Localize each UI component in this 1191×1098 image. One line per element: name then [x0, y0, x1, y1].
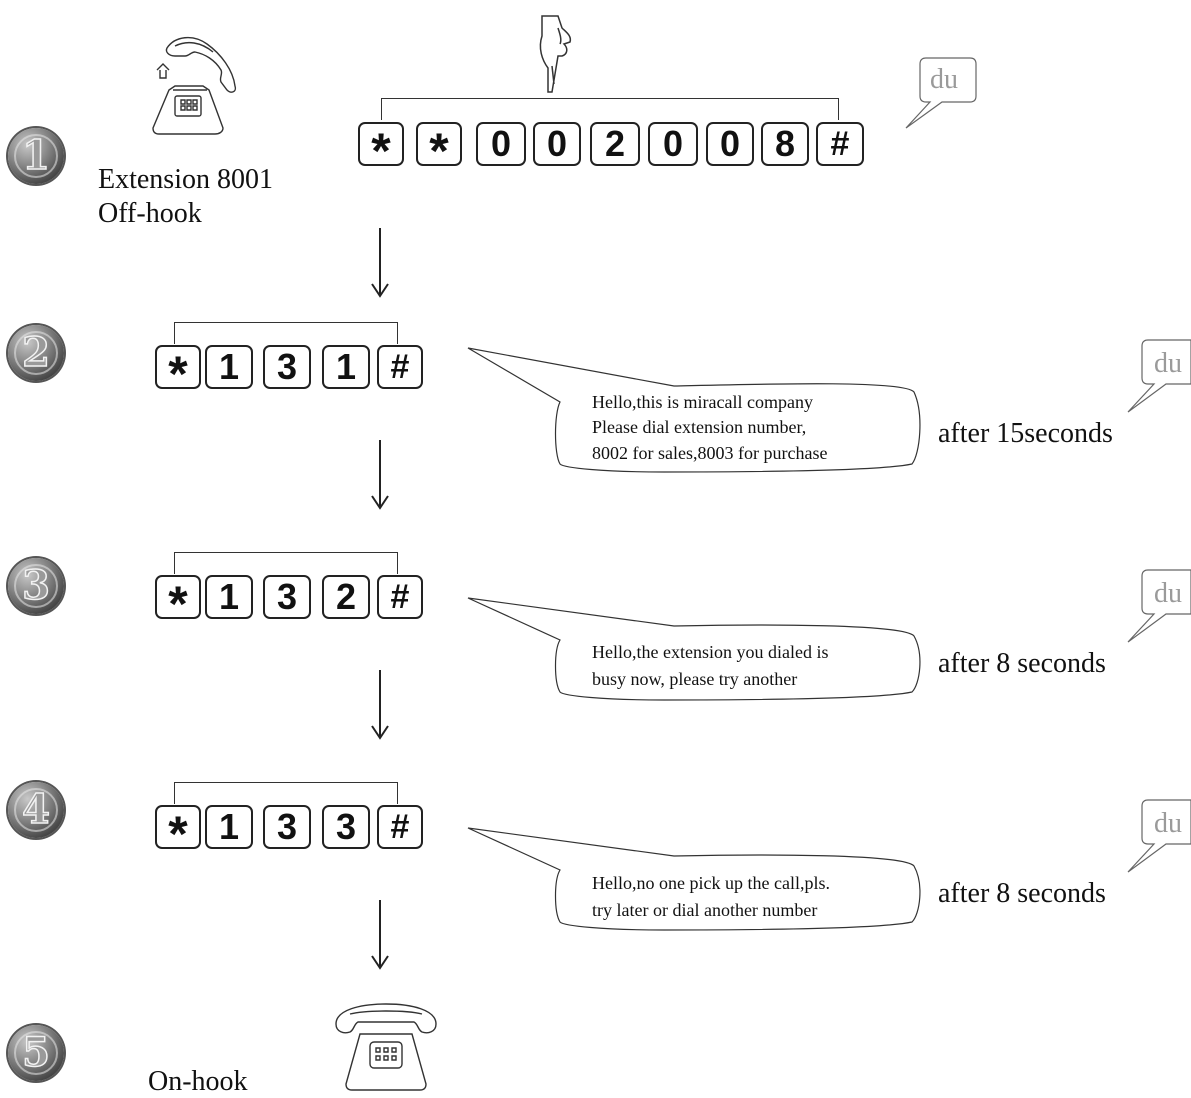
- key-hash[interactable]: #: [377, 575, 423, 619]
- message-line: 8002 for sales,8003 for purchase: [592, 443, 828, 463]
- sound-bubble: [1127, 339, 1191, 413]
- sound-du-text: du: [930, 64, 958, 95]
- key-digit[interactable]: 1: [205, 575, 253, 619]
- message-line: Hello,no one pick up the call,pls.: [592, 873, 830, 893]
- down-arrow-icon: [371, 670, 389, 740]
- key-digit[interactable]: 3: [263, 805, 311, 849]
- key-digit[interactable]: 3: [322, 805, 370, 849]
- key-digit[interactable]: 0: [533, 122, 581, 166]
- key-hash[interactable]: #: [377, 805, 423, 849]
- step-1-badge: 1: [8, 128, 64, 184]
- step-4-badge: 4: [8, 782, 64, 838]
- phone-onhook-icon: [335, 1003, 437, 1091]
- step1-bracket: [381, 98, 839, 120]
- key-hash[interactable]: #: [816, 122, 864, 166]
- down-arrow-icon: [371, 440, 389, 510]
- key-star[interactable]: *: [358, 122, 404, 176]
- step1-extension-label: Extension 8001: [98, 164, 273, 195]
- key-digit[interactable]: 0: [476, 122, 526, 166]
- sound-bubble: [1127, 569, 1191, 643]
- step-2-badge: 2: [8, 325, 64, 381]
- sound-du-text: du: [1154, 808, 1182, 839]
- key-digit[interactable]: 3: [263, 575, 311, 619]
- key-hash[interactable]: #: [377, 345, 423, 389]
- key-digit[interactable]: 1: [205, 345, 253, 389]
- step4-bracket: [174, 782, 398, 804]
- speech-bubble: [467, 597, 921, 701]
- sound-du-text: du: [1154, 348, 1182, 379]
- sound-bubble: [905, 57, 977, 129]
- down-arrow-icon: [371, 900, 389, 970]
- key-star[interactable]: *: [416, 122, 462, 176]
- step3-bracket: [174, 552, 398, 574]
- key-digit[interactable]: 2: [322, 575, 370, 619]
- message-line: try later or dial another number: [592, 900, 818, 920]
- sound-du-text: du: [1154, 578, 1182, 609]
- key-star[interactable]: *: [155, 345, 201, 399]
- step-3-badge: 3: [8, 558, 64, 614]
- key-digit[interactable]: 8: [761, 122, 809, 166]
- step3-after-label: after 8 seconds: [938, 648, 1106, 679]
- sound-bubble: [1127, 799, 1191, 873]
- phone-offhook-icon: [152, 37, 237, 135]
- key-digit[interactable]: 0: [706, 122, 754, 166]
- key-star[interactable]: *: [155, 575, 201, 629]
- step-5-badge: 5: [8, 1025, 64, 1081]
- step2-bracket: [174, 322, 398, 344]
- key-digit[interactable]: 2: [590, 122, 640, 166]
- key-digit[interactable]: 1: [205, 805, 253, 849]
- step1-offhook-label: Off-hook: [98, 198, 202, 229]
- down-arrow-icon: [371, 228, 389, 298]
- message-line: Please dial extension number,: [592, 417, 807, 437]
- message-line: Hello,this is miracall company: [592, 392, 813, 412]
- speech-bubble: [467, 347, 921, 473]
- message-line: busy now, please try another: [592, 669, 798, 689]
- key-digit[interactable]: 0: [648, 122, 698, 166]
- message-line: Hello,the extension you dialed is: [592, 642, 829, 662]
- key-digit[interactable]: 3: [263, 345, 311, 389]
- speech-bubble: [467, 827, 921, 931]
- key-digit[interactable]: 1: [322, 345, 370, 389]
- pointing-finger-icon: [539, 15, 572, 93]
- step4-after-label: after 8 seconds: [938, 878, 1106, 909]
- step2-after-label: after 15seconds: [938, 418, 1113, 449]
- step5-onhook-label: On-hook: [148, 1066, 248, 1097]
- key-star[interactable]: *: [155, 805, 201, 859]
